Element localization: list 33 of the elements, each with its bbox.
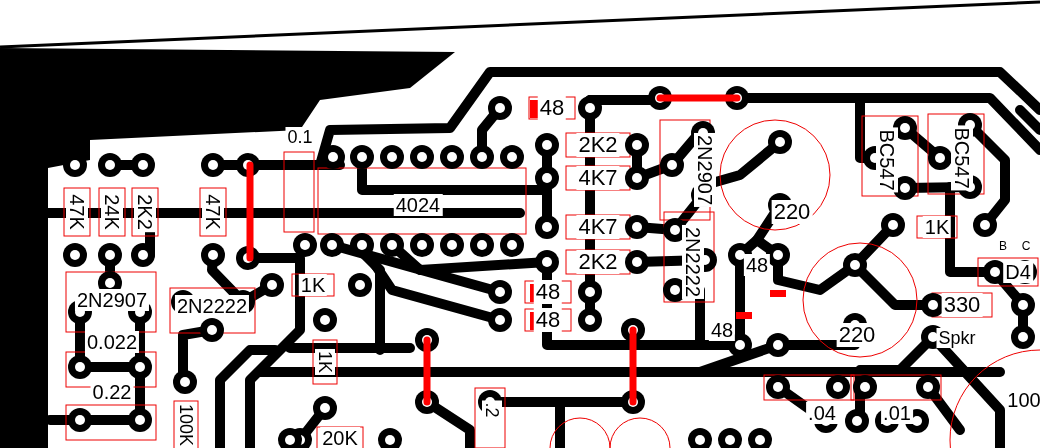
component-label: 4K7 xyxy=(576,166,620,190)
component-label: 47K xyxy=(66,192,88,232)
component-label: 47K xyxy=(202,192,224,232)
component-label: 4K7 xyxy=(576,215,620,239)
component-label: 48 xyxy=(533,280,563,304)
component-label: B xyxy=(997,239,1009,253)
component-label: 24K xyxy=(101,192,123,232)
component-label: 1K xyxy=(315,349,335,375)
component-label: 4024 xyxy=(393,194,443,216)
component-label: 1K xyxy=(922,216,952,238)
component-label: 2N2222 xyxy=(174,295,250,317)
component-label: 48 xyxy=(743,254,771,276)
component-label: 2N2907 xyxy=(74,289,150,311)
component-label: BC547 xyxy=(876,127,898,193)
component-label: C xyxy=(1019,239,1033,253)
component-label: 48 xyxy=(533,308,563,332)
component-label: BC547 xyxy=(951,125,973,191)
component-label: 220 xyxy=(771,200,813,224)
component-label: 0.022 xyxy=(84,331,140,353)
component-label: 220 xyxy=(836,323,878,347)
component-label: 330 xyxy=(941,293,983,317)
component-label: 20K xyxy=(320,427,360,448)
component-label: D4 xyxy=(1003,261,1033,283)
component-label: 1K xyxy=(298,274,328,296)
component-label: Spkr xyxy=(936,328,978,348)
component-label: 48 xyxy=(537,96,567,120)
component-label: 2K2 xyxy=(576,250,620,274)
component-label: 2N2907 xyxy=(694,132,716,208)
component-label: .2 xyxy=(482,400,502,420)
component-label: 2N2222 xyxy=(682,224,704,300)
component-label: 2K2 xyxy=(134,192,156,232)
component-label: .04 xyxy=(806,402,838,424)
component-label: 2K2 xyxy=(576,133,620,157)
